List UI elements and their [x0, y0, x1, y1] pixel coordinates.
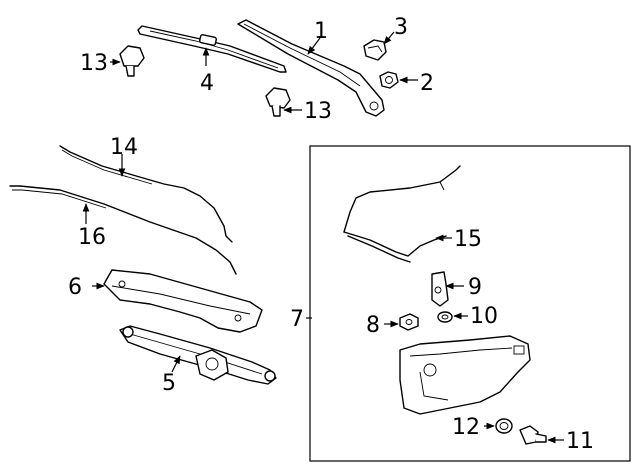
pivot-cap [363, 39, 387, 61]
wiper-blade [137, 25, 287, 73]
callout-1: 1 [314, 19, 328, 44]
wiper-motor-linkage [119, 325, 277, 385]
washer-pump [431, 271, 449, 307]
pump-grommet [437, 311, 453, 323]
washer-reservoir [399, 335, 531, 415]
cowl-panel [103, 269, 263, 333]
callout-8: 8 [366, 313, 380, 338]
washer-nozzle-upper [119, 45, 145, 77]
callout-7: 7 [290, 307, 304, 332]
mounting-bolt [519, 425, 547, 445]
callout-10: 10 [470, 304, 498, 329]
leader-lines [82, 31, 564, 444]
washer-nozzle-lower [265, 87, 291, 117]
callout-15: 15 [454, 227, 482, 252]
callout-14: 14 [110, 135, 138, 160]
pivot-nut [379, 71, 399, 89]
callout-11: 11 [566, 429, 594, 454]
reservoir-assembly-box [309, 145, 631, 462]
washer-hose-16 [9, 185, 237, 275]
reservoir-hose-15 [343, 165, 461, 263]
reservoir-grommet [399, 313, 419, 331]
callout-4: 4 [200, 71, 214, 96]
callout-3: 3 [394, 15, 408, 40]
washer-hose-14 [59, 145, 233, 243]
callout-16: 16 [78, 225, 106, 250]
seal-ring [495, 418, 513, 434]
wiper-arm [237, 19, 385, 117]
callout-9: 9 [468, 275, 482, 300]
callout-2: 2 [420, 71, 434, 96]
callout-12: 12 [452, 415, 480, 440]
callout-6: 6 [68, 275, 82, 300]
callout-13-lower: 13 [304, 99, 332, 124]
callout-5: 5 [162, 371, 176, 396]
callout-13-upper: 13 [80, 51, 108, 76]
